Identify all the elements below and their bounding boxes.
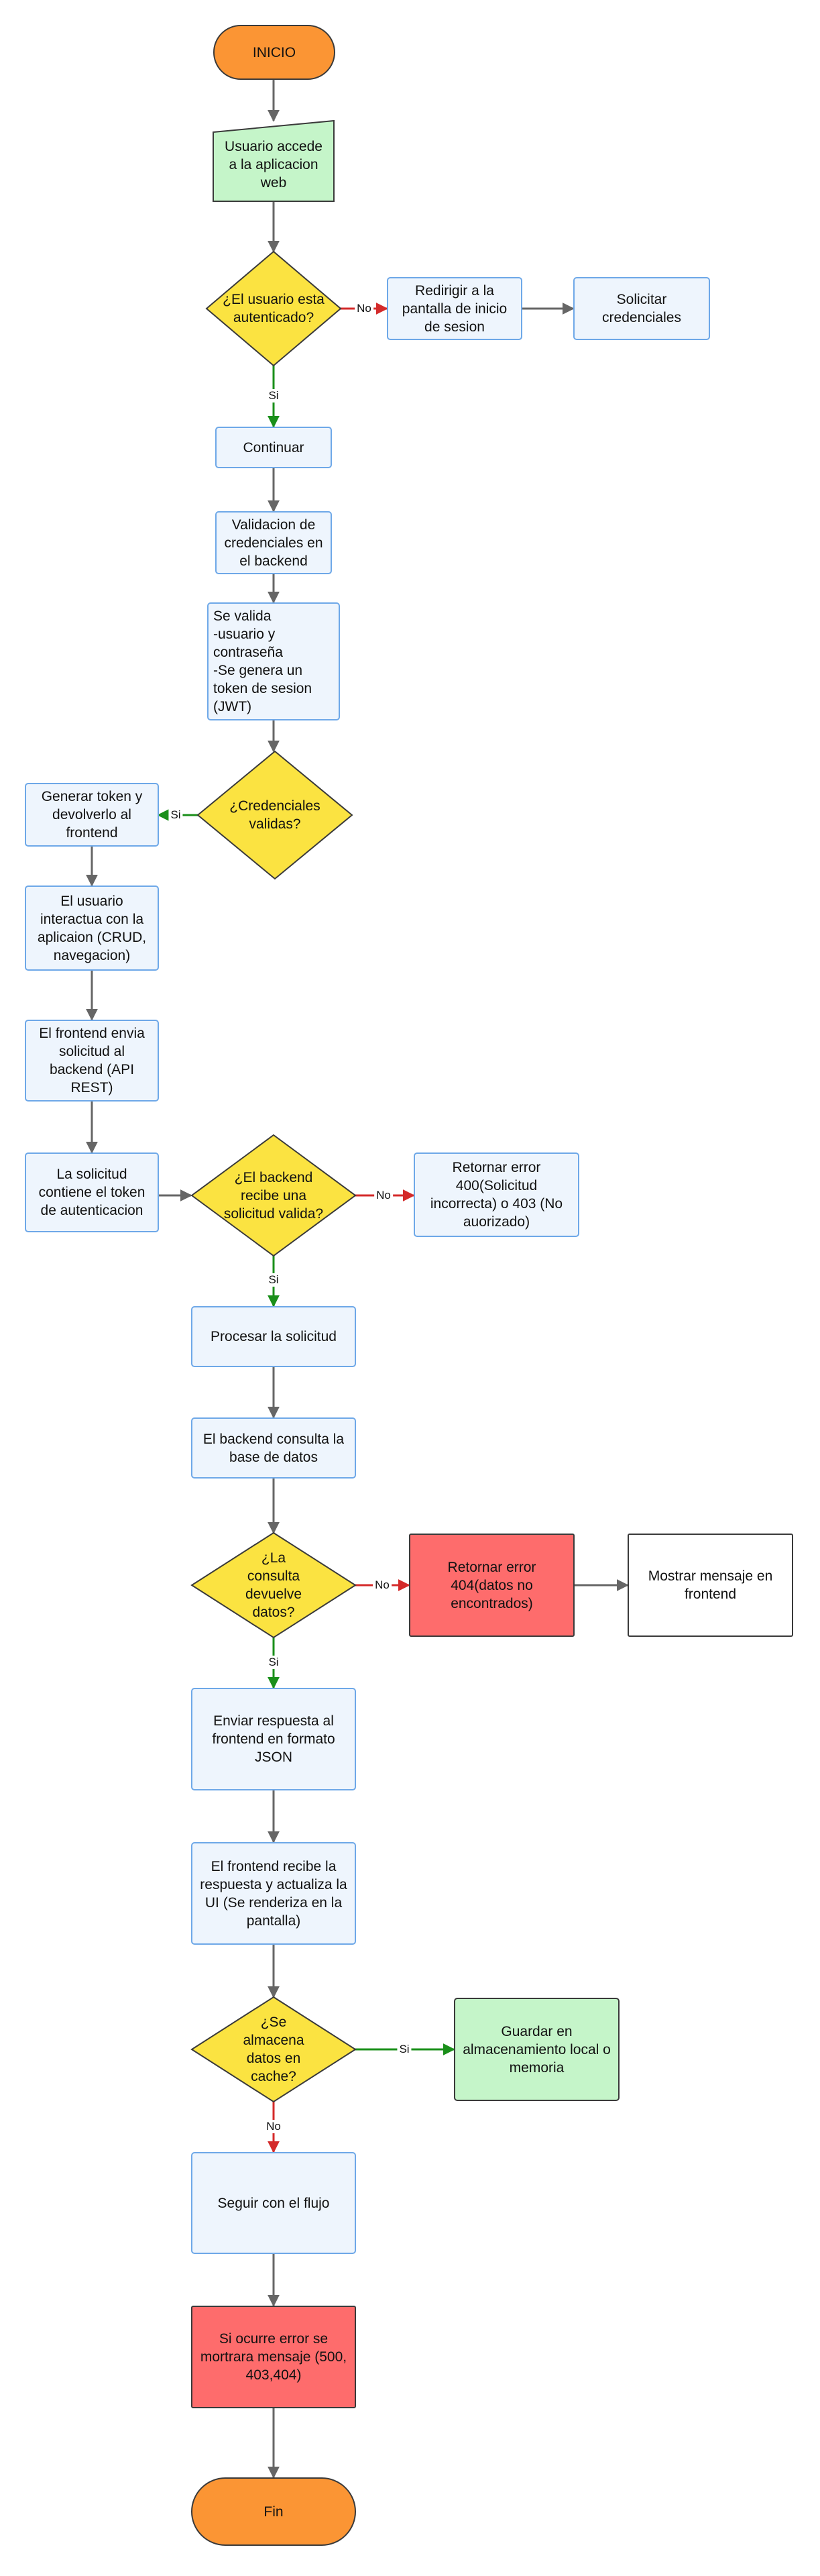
solicitar-process: Solicitar credenciales: [602, 292, 681, 325]
frontend-envia-process: El frontend envia solicitud al backend (…: [39, 1026, 145, 1095]
edge-label-si-cache: Si: [397, 2043, 412, 2056]
devuelvedatos-decision-shape: [190, 1532, 357, 1639]
accede-input: Usuario accede a la aplicacion web: [225, 138, 323, 191]
accede-input-shape: [213, 119, 335, 202]
error404-process-shape: [409, 1534, 575, 1637]
cache-decision-shape: [190, 1996, 357, 2103]
edge-label-si-credvalidas: Si: [168, 808, 183, 822]
inicio-terminal: INICIO: [252, 44, 296, 60]
seguir-process: Seguir con el flujo: [217, 2195, 330, 2211]
validacion-process-shape: [215, 511, 332, 574]
inicio-terminal-shape: [213, 25, 335, 80]
shapes: [25, 25, 793, 2546]
edge-label-si-devuelvedatos: Si: [266, 1656, 281, 1669]
sierror-process-shape: [191, 2306, 356, 2408]
solicitud-token-process: La solicitud contiene el token de autent…: [38, 1167, 145, 1218]
fin-terminal: Fin: [263, 2504, 284, 2520]
error400-process-shape: [414, 1152, 579, 1237]
backendrecibe-decision-shape: [190, 1134, 357, 1257]
error400-process: Retornar error 400(Solicitud incorrecta)…: [430, 1160, 563, 1230]
backendrecibe-decision: ¿El backend recibe una solicitud valida?: [223, 1169, 324, 1222]
edge-label-si-autenticado: Si: [266, 389, 281, 402]
mostrar-mensaje-process-shape: [628, 1534, 793, 1637]
frontend-recibe-process-shape: [191, 1842, 356, 1945]
credvalidas-decision: ¿Credenciales validas?: [229, 798, 320, 832]
seguir-process-shape: [191, 2152, 356, 2254]
procesar-process-shape: [191, 1306, 356, 1367]
autenticado-decision-shape: [205, 250, 342, 367]
redirigir-process-shape: [387, 277, 522, 340]
fin-terminal-shape: [191, 2477, 356, 2546]
devuelvedatos-decision: ¿La consulta devuelve datos?: [245, 1550, 302, 1620]
autenticado-decision: ¿El usuario esta autenticado?: [223, 292, 325, 325]
generar-token-process: Generar token y devolverlo al frontend: [41, 789, 143, 841]
interactua-process: El usuario interactua con la aplicaion (…: [37, 893, 147, 963]
guardar-process-shape: [454, 1998, 620, 2101]
frontend-recibe-process: El frontend recibe la respuesta y actual…: [200, 1858, 347, 1929]
credvalidas-decision-shape: [196, 750, 353, 880]
guardar-process: Guardar en almacenamiento local o memori…: [463, 2023, 611, 2076]
continuar-process: Continuar: [243, 439, 304, 455]
redirigir-process: Redirigir a la pantalla de inicio de ses…: [402, 282, 508, 335]
procesar-process: Procesar la solicitud: [211, 1329, 337, 1344]
continuar-process-shape: [215, 427, 332, 468]
solicitud-token-process-shape: [25, 1152, 159, 1232]
edges: [86, 79, 629, 2479]
consultabd-process: El backend consulta la base de datos: [202, 1431, 345, 1465]
enviar-json-process-shape: [191, 1688, 356, 1790]
frontend-envia-process-shape: [25, 1020, 159, 1102]
sevalida-process-shape: [207, 602, 340, 720]
interactua-process-shape: [25, 885, 159, 971]
edge-label-si-backendrecibe: Si: [266, 1273, 281, 1287]
mostrar-mensaje-process: Mostrar mensaje en frontend: [648, 1568, 773, 1602]
edge-label-no-cache: No: [264, 2120, 283, 2133]
consultabd-process-shape: [191, 1417, 356, 1479]
validacion-process: Validacion de credenciales en el backend: [224, 517, 323, 569]
edge-label-no-devuelvedatos: No: [373, 1578, 392, 1592]
edge-label-no-autenticado: No: [355, 302, 373, 315]
sierror-process: Si ocurre error se mortrara mensaje (500…: [200, 2331, 347, 2383]
solicitar-process-shape: [573, 277, 710, 340]
generar-token-process-shape: [25, 783, 159, 847]
edge-label-no-backendrecibe: No: [374, 1189, 393, 1202]
sevalida-process: Se valida -usuario y contraseña -Se gene…: [213, 608, 312, 714]
cache-decision: ¿Se almacena datos en cache?: [243, 2015, 304, 2084]
error404-process: Retornar error 404(datos no encontrados): [447, 1559, 536, 1611]
enviar-json-process: Enviar respuesta al frontend en formato …: [212, 1713, 335, 1765]
